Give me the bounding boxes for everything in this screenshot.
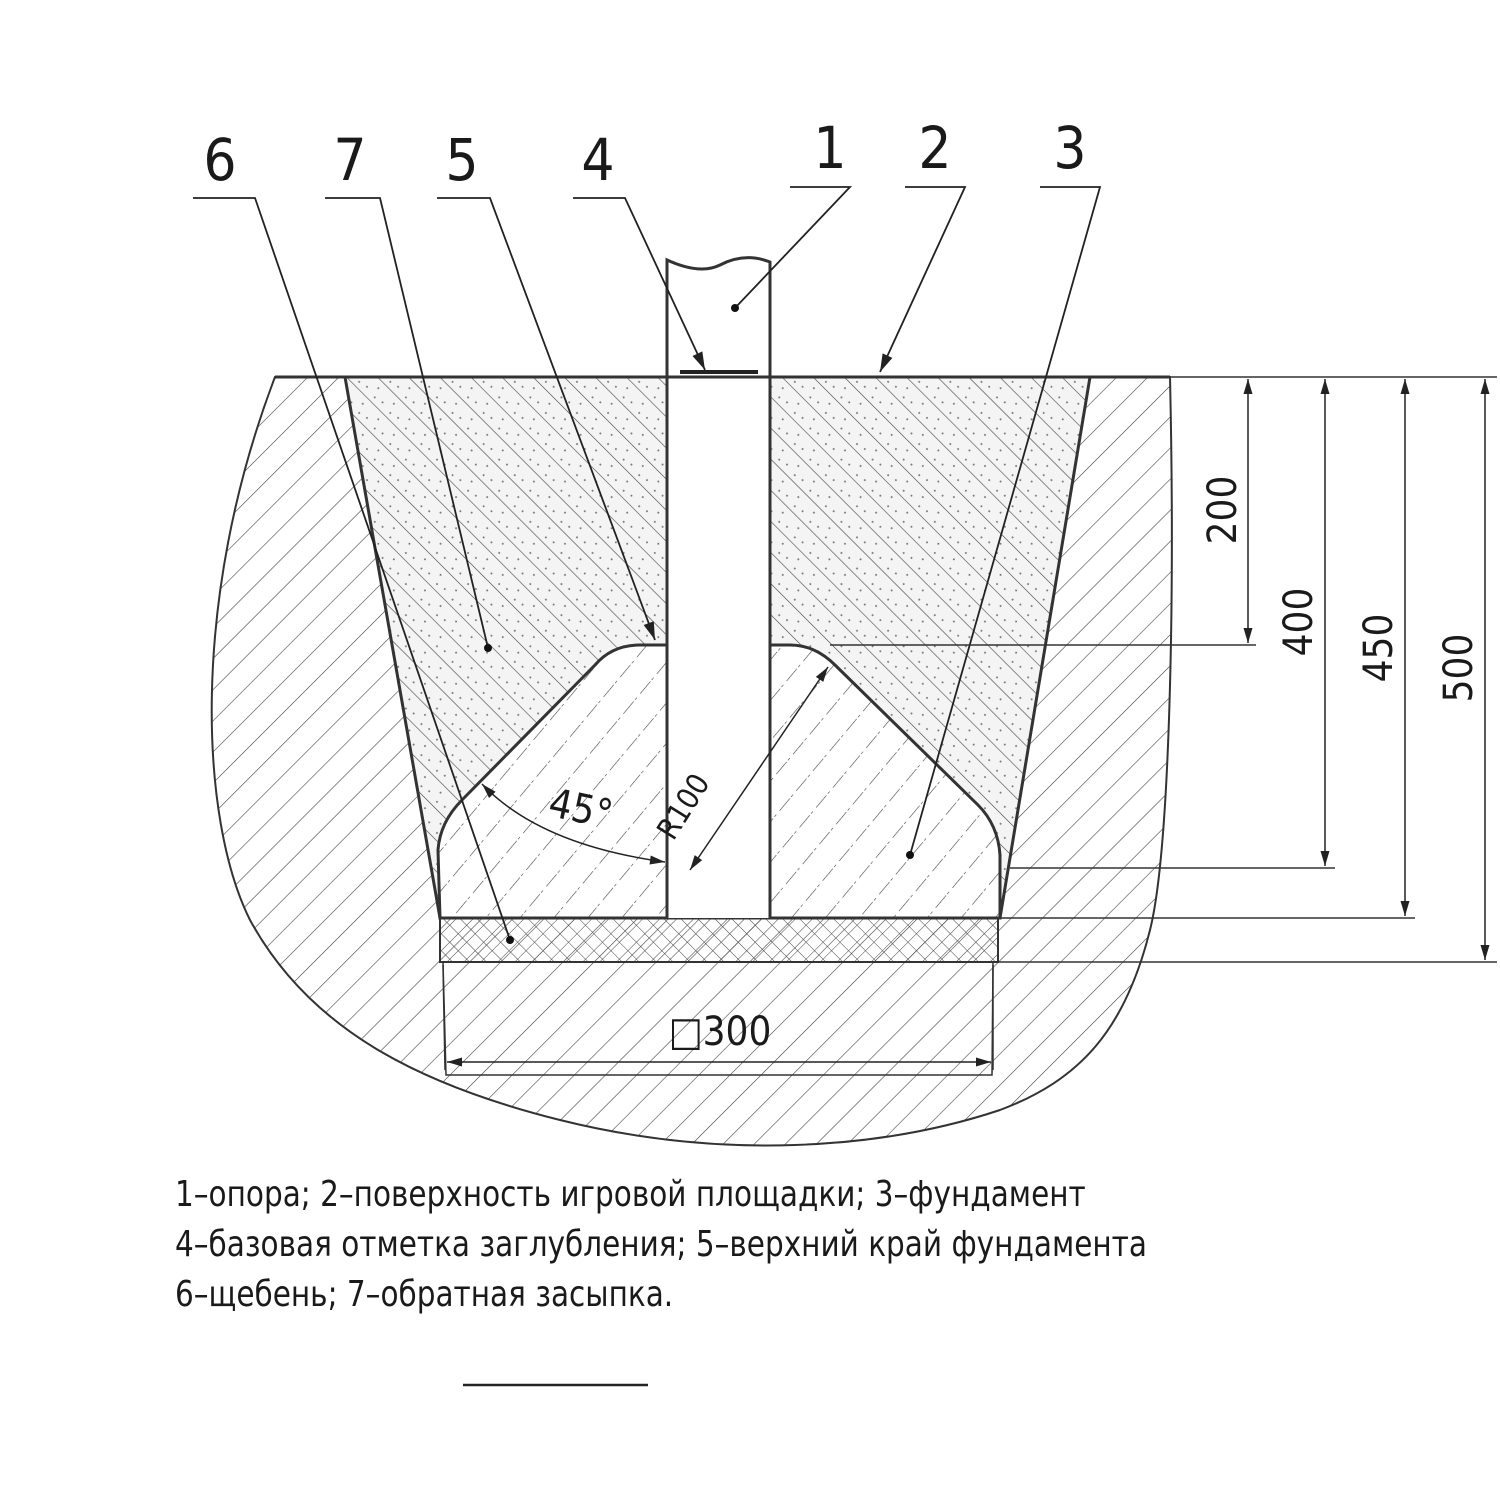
callout-4: 4 bbox=[581, 126, 614, 194]
legend-line: 4–базовая отметка заглубления; 5–верхний… bbox=[175, 1224, 1147, 1265]
callout-5: 5 bbox=[445, 126, 478, 194]
callout-6: 6 bbox=[203, 126, 236, 194]
extension-lines bbox=[442, 376, 1497, 1071]
leader-lines bbox=[193, 186, 1102, 941]
dim-width-300: □300 bbox=[669, 1009, 772, 1055]
callout-7: 7 bbox=[333, 126, 366, 194]
dim-400: 400 bbox=[1276, 588, 1322, 657]
legend-line: 6–щебень; 7–обратная засыпка. bbox=[175, 1274, 674, 1315]
callout-1: 1 bbox=[813, 114, 846, 182]
angle-arc bbox=[481, 783, 666, 865]
dim-450: 450 bbox=[1356, 614, 1402, 683]
dim-500: 500 bbox=[1436, 634, 1482, 703]
dimension-lines bbox=[447, 379, 1490, 1067]
legend: 1–опора; 2–поверхность игровой площадки;… bbox=[175, 1170, 1147, 1320]
gravel-layer bbox=[439, 917, 999, 963]
legend-line: 1–опора; 2–поверхность игровой площадки;… bbox=[175, 1174, 1086, 1215]
callout-2: 2 bbox=[918, 114, 951, 182]
dim-200: 200 bbox=[1200, 476, 1246, 545]
callout-3: 3 bbox=[1053, 114, 1086, 182]
